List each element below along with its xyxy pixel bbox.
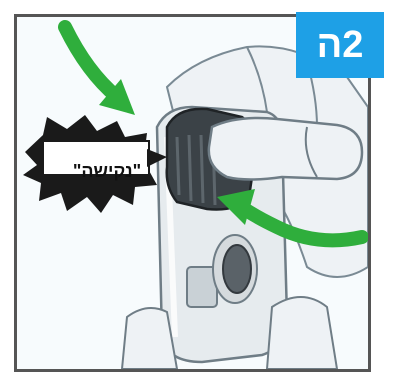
click-label: "נקישה" [59,156,155,186]
lower-finger-right [267,297,337,369]
thumb [209,118,362,180]
lower-finger-left [122,308,177,369]
step-badge: 2ה [296,12,384,78]
